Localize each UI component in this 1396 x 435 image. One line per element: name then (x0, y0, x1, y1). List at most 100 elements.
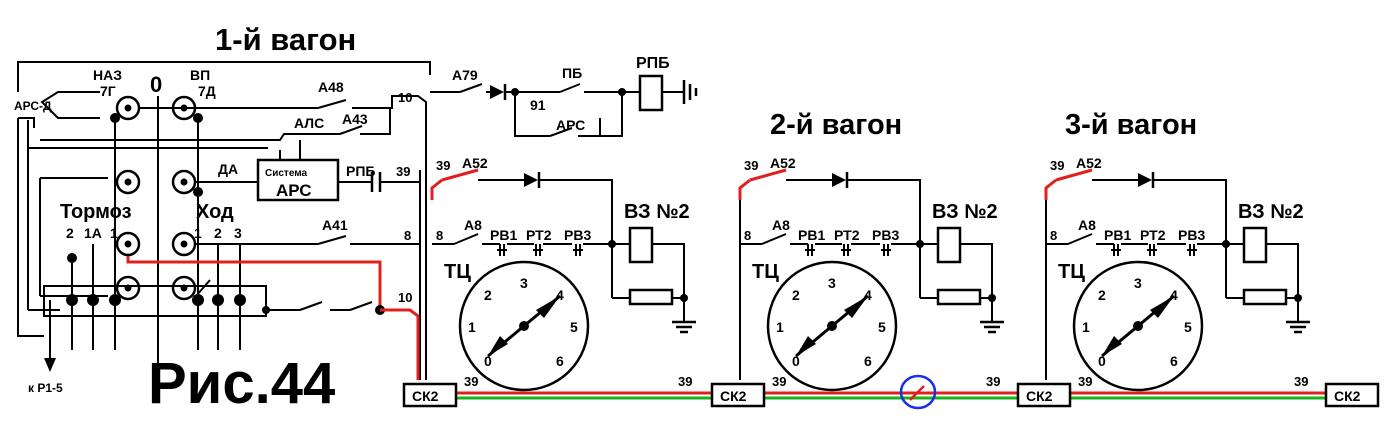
figure-title: Рис.44 (148, 351, 335, 416)
unit2-rt2-label: РТ2 (834, 227, 860, 243)
car3-tc-unit: 39 А52 8 А8 РВ1 РТ2 РВ3 ВЗ №2 ТЦ 0 1 2 (1044, 155, 1310, 392)
unit3-g3: 3 (1134, 275, 1142, 291)
unit2-tc-label: ТЦ (752, 261, 779, 283)
socket-da-icon (171, 169, 197, 195)
unit1-n8-label: 8 (436, 228, 443, 243)
unit3-g2: 2 (1098, 287, 1106, 303)
unit1-g2: 2 (484, 287, 492, 303)
sk2-1: СК2 (412, 388, 439, 404)
sk2-3: СК2 (1026, 388, 1053, 404)
ars-d-label: АРС-Д (14, 99, 52, 113)
unit2-n39-label: 39 (744, 158, 758, 173)
sistema-label: Система (265, 168, 308, 179)
n39-label: 39 (396, 164, 410, 179)
unit2-a8-label: А8 (772, 217, 790, 233)
da-label: ДА (218, 161, 238, 177)
unit2-g1: 1 (776, 319, 784, 335)
unit2-g0: 0 (792, 353, 800, 369)
unit3-tc-label: ТЦ (1058, 261, 1085, 283)
n91-label: 91 (530, 97, 546, 113)
unit3-rt2-label: РТ2 (1140, 227, 1166, 243)
unit3-g0: 0 (1098, 353, 1106, 369)
socket-k1-icon (171, 231, 197, 257)
unit1-rt2-label: РТ2 (526, 227, 552, 243)
vp-label: ВП (190, 67, 210, 83)
unit1-rv1-label: РВ1 (490, 227, 517, 243)
naz-num-label: 7Г (100, 83, 116, 99)
unit2-g3: 3 (828, 275, 836, 291)
unit3-rv3-label: РВ3 (1178, 227, 1205, 243)
unit2-g6: 6 (864, 353, 872, 369)
socket-tormoz-icon (115, 169, 141, 195)
unit2-rv3-label: РВ3 (872, 227, 899, 243)
khod-2-label: 2 (214, 225, 222, 241)
unit1-n39-label: 39 (436, 158, 450, 173)
vp-num-label: 7Д (198, 83, 216, 99)
tormoz-2-label: 2 (66, 225, 74, 241)
car1-title: 1-й вагон (215, 22, 356, 57)
break-marker-icon (899, 374, 937, 410)
sk2-4: СК2 (1334, 388, 1361, 404)
pb-label: ПБ (562, 65, 582, 81)
bus-n39-a: 39 (464, 374, 478, 389)
rpb-circuit: А79 ПБ 91 АРС РПБ (430, 55, 698, 137)
unit1-a8-label: А8 (464, 217, 482, 233)
train-line-39: 39 39 39 39 39 39 СК2 СК2 СК2 СК2 (402, 374, 1380, 410)
unit1-tc-label: ТЦ (444, 261, 471, 283)
rpb-top-label: РПБ (636, 55, 670, 72)
socket-bottom-left-icon (115, 275, 141, 301)
a41-label: А41 (322, 217, 348, 233)
bus-n39-d: 39 (986, 374, 1000, 389)
tormoz-label: Тормоз (60, 201, 132, 223)
unit3-a8-label: А8 (1078, 217, 1096, 233)
rpb-contact-label: РПБ (346, 163, 375, 179)
unit1-rv3-label: РВ3 (564, 227, 591, 243)
unit1-g0: 0 (484, 353, 492, 369)
unit2-g5: 5 (878, 319, 886, 335)
n10a-label: 10 (398, 90, 412, 105)
unit3-a52-label: А52 (1076, 155, 1102, 171)
tormoz-1a-label: 1А (84, 225, 102, 241)
khod-label: Ход (196, 201, 234, 223)
bus-n39-e: 39 (1078, 374, 1092, 389)
a48-label: А48 (318, 79, 344, 95)
tormoz-1-label: 1 (110, 225, 118, 241)
zero-label: 0 (150, 72, 162, 97)
n10b-label: 10 (398, 290, 412, 305)
naz-label: НАЗ (93, 67, 122, 83)
car2-title: 2-й вагон (770, 109, 902, 141)
car2-tc-unit: 39 А52 8 А8 РВ1 РТ2 РВ3 ВЗ №2 ТЦ 0 1 2 (738, 155, 1004, 392)
als-label: АЛС (294, 115, 324, 131)
ars-system-label: АРС (276, 181, 311, 200)
n8-label: 8 (404, 228, 411, 243)
unit2-rv1-label: РВ1 (798, 227, 825, 243)
unit2-g2: 2 (792, 287, 800, 303)
unit1-g4: 4 (556, 287, 564, 303)
socket-bottom-right-icon (171, 275, 197, 301)
bus-n39-c: 39 (772, 374, 786, 389)
unit3-n8-label: 8 (1050, 228, 1057, 243)
unit3-g6: 6 (1170, 353, 1178, 369)
unit1-vz-label: ВЗ №2 (624, 201, 690, 223)
sk2-2: СК2 (720, 388, 747, 404)
car1-panel: АРС-Д НАЗ 7Г ВП 7Д 0 Тормоз Ход 2 1А 1 1… (14, 61, 431, 395)
kr15-label: к Р1-5 (28, 381, 63, 395)
unit1-a52-label: А52 (462, 155, 488, 171)
car3-title: 3-й вагон (1065, 109, 1197, 141)
unit2-g4: 4 (864, 287, 872, 303)
khod-3-label: 3 (234, 225, 242, 241)
car1-tc-unit: 39 А52 8 А8 РВ1 РТ2 РВ3 ВЗ №2 ТЦ 0 1 (430, 155, 696, 392)
unit1-g6: 6 (556, 353, 564, 369)
khod-1-label: 1 (194, 225, 202, 241)
unit2-a52-label: А52 (770, 155, 796, 171)
a79-label: А79 (452, 67, 478, 83)
unit2-vz-label: ВЗ №2 (932, 201, 998, 223)
unit2-n8-label: 8 (744, 228, 751, 243)
a43-label: А43 (342, 111, 368, 127)
unit1-g3: 3 (520, 275, 528, 291)
unit3-g4: 4 (1170, 287, 1178, 303)
unit1-g5: 5 (570, 319, 578, 335)
unit3-g1: 1 (1082, 319, 1090, 335)
ars-contact-label: АРС (556, 117, 585, 133)
